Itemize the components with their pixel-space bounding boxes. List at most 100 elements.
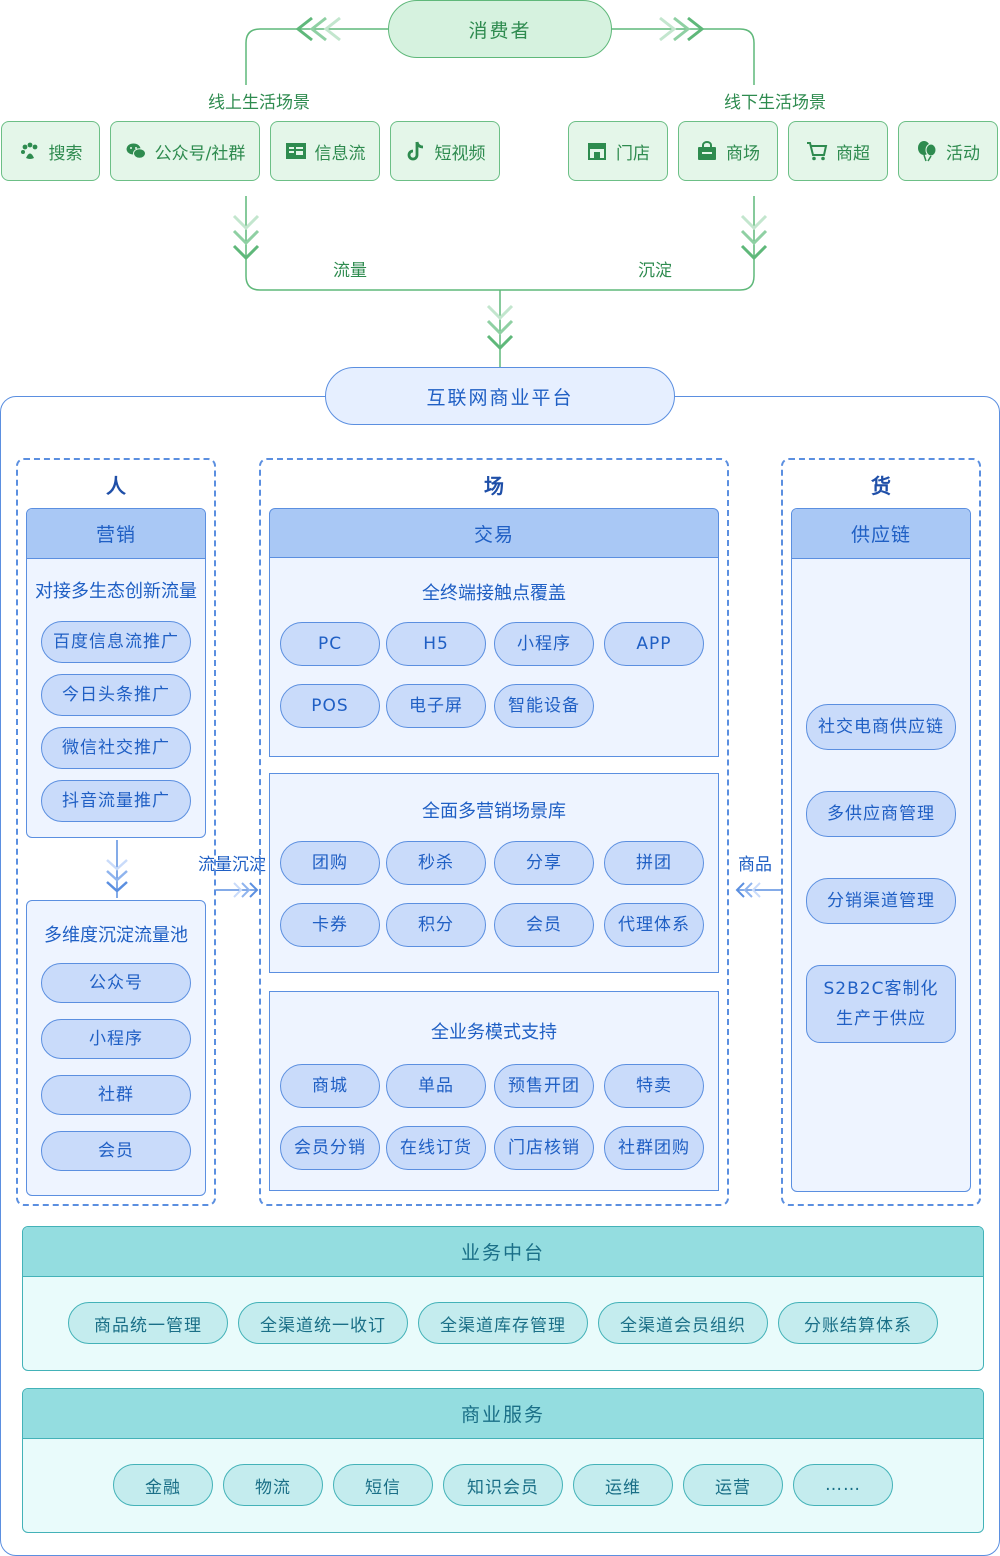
top-connector-lines	[232, 16, 768, 367]
scene-event-label: 活动	[946, 143, 980, 164]
traffic-pool-item: 公众号	[41, 963, 191, 1003]
business-model-item: 社群团购	[604, 1126, 704, 1170]
business-center-item: 分账结算体系	[778, 1302, 938, 1344]
place-title: 场	[484, 474, 504, 498]
scene-search: 搜索	[1, 121, 100, 181]
terminal-item: 电子屏	[386, 684, 486, 728]
scene-wechat-label: 公众号/社群	[154, 143, 246, 164]
marketing-item: 今日头条推广	[41, 674, 191, 716]
marketing-scene-item: 卡券	[280, 903, 380, 947]
scene-mall-label: 商场	[726, 143, 760, 164]
flow-label-left: 流量	[333, 261, 367, 281]
traffic-pool-item: 社群	[41, 1075, 191, 1115]
scene-mall: 商场	[678, 121, 778, 181]
traffic-pool-item: 会员	[41, 1131, 191, 1171]
business-model-item: 会员分销	[280, 1126, 380, 1170]
business-center-head: 业务中台	[23, 1227, 983, 1277]
business-model-item: 单品	[386, 1064, 486, 1108]
business-center-item: 全渠道库存管理	[418, 1302, 588, 1344]
marketing-subtitle: 对接多生态创新流量	[35, 581, 197, 602]
scene-feed-label: 信息流	[314, 143, 366, 164]
terminal-item: APP	[604, 622, 704, 666]
scene-feed: 信息流	[270, 121, 380, 181]
scene-store: 门店	[568, 121, 668, 181]
marketing-scene-item: 代理体系	[604, 903, 704, 947]
supply-chain-item: 多供应商管理	[806, 791, 956, 837]
marketing-scene-item: 拼团	[604, 841, 704, 885]
commercial-service-item: 金融	[113, 1464, 213, 1506]
commercial-service-item: 物流	[223, 1464, 323, 1506]
terminal-item: PC	[280, 622, 380, 666]
flow-label-right: 沉淀	[638, 261, 672, 281]
traffic-deposit-label: 流量沉淀	[198, 855, 266, 875]
people-title: 人	[106, 474, 126, 498]
business-model-section-title: 全业务模式支持	[431, 1022, 557, 1043]
paw-icon	[20, 142, 37, 159]
online-scene-label: 线上生活场景	[208, 93, 310, 113]
marketing-to-pool-arrow	[106, 840, 128, 898]
marketing-scene-item: 秒杀	[386, 841, 486, 885]
cart-icon	[807, 142, 828, 161]
scene-search-label: 搜索	[48, 143, 83, 164]
commercial-service-item: 运维	[573, 1464, 673, 1506]
marketing-item: 微信社交推广	[41, 727, 191, 769]
scene-supermarket: 商超	[788, 121, 888, 181]
marketing-scene-item: 会员	[494, 903, 594, 947]
commercial-services-box: 商业服务	[22, 1388, 984, 1533]
terminal-item: 小程序	[494, 622, 594, 666]
marketing-head: 营销	[27, 509, 205, 559]
balloon-icon	[918, 141, 937, 162]
marketing-scene-item: 团购	[280, 841, 380, 885]
traffic-pool-item: 小程序	[41, 1019, 191, 1059]
marketing-item: 百度信息流推广	[41, 621, 191, 663]
scene-short-video-label: 短视频	[434, 143, 486, 164]
terminal-item: H5	[386, 622, 486, 666]
marketing-scene-item: 分享	[494, 841, 594, 885]
people-column	[16, 458, 216, 1206]
offline-scene-label: 线下生活场景	[724, 93, 826, 113]
marketing-scene-section-title: 全面多营销场景库	[422, 801, 566, 822]
commercial-service-item: ……	[793, 1464, 893, 1506]
business-center-item: 全渠道会员组织	[598, 1302, 768, 1344]
goods-column	[781, 458, 981, 1206]
business-model-item: 特卖	[604, 1064, 704, 1108]
trade-head: 交易	[269, 508, 719, 558]
terminal-item: 智能设备	[494, 684, 594, 728]
supply-chain-head: 供应链	[792, 509, 970, 559]
business-center-box: 业务中台	[22, 1226, 984, 1371]
marketing-scene-item: 积分	[386, 903, 486, 947]
scene-short-video: 短视频	[390, 121, 500, 181]
scene-event: 活动	[898, 121, 998, 181]
business-center-item: 商品统一管理	[68, 1302, 228, 1344]
business-model-item: 商城	[280, 1064, 380, 1108]
douyin-icon	[407, 141, 423, 161]
scene-supermarket-label: 商超	[836, 143, 870, 164]
consumer-node: 消费者	[388, 0, 612, 58]
supply-chain-item: 社交电商供应链	[806, 704, 956, 750]
wechat-icon	[126, 143, 146, 159]
business-model-item: 门店核销	[494, 1126, 594, 1170]
marketing-item: 抖音流量推广	[41, 780, 191, 822]
traffic-deposit-arrow	[216, 882, 259, 898]
business-model-item: 在线订货	[386, 1126, 486, 1170]
platform-title: 互联网商业平台	[325, 367, 675, 425]
supply-chain-item: S2B2C客制化生产于供应	[806, 965, 956, 1043]
right-chevrons	[659, 16, 705, 42]
store-icon	[588, 143, 606, 160]
scene-store-label: 门店	[616, 143, 650, 164]
supply-chain-item: 分销渠道管理	[806, 878, 956, 924]
traffic-pool-subtitle: 多维度沉淀流量池	[44, 925, 188, 946]
place-column	[259, 458, 729, 1206]
scene-wechat: 公众号/社群	[110, 121, 260, 181]
business-center-item: 全渠道统一收订	[238, 1302, 408, 1344]
commercial-service-item: 运营	[683, 1464, 783, 1506]
commercial-services-head: 商业服务	[23, 1389, 983, 1439]
commercial-service-item: 短信	[333, 1464, 433, 1506]
goods-arrow	[735, 882, 781, 898]
left-chevrons	[295, 16, 341, 42]
business-model-item: 预售开团	[494, 1064, 594, 1108]
shopping-bag-icon	[698, 141, 716, 160]
goods-label: 商品	[738, 855, 772, 875]
terminal-section-title: 全终端接触点覆盖	[422, 583, 566, 604]
terminal-item: POS	[280, 684, 380, 728]
